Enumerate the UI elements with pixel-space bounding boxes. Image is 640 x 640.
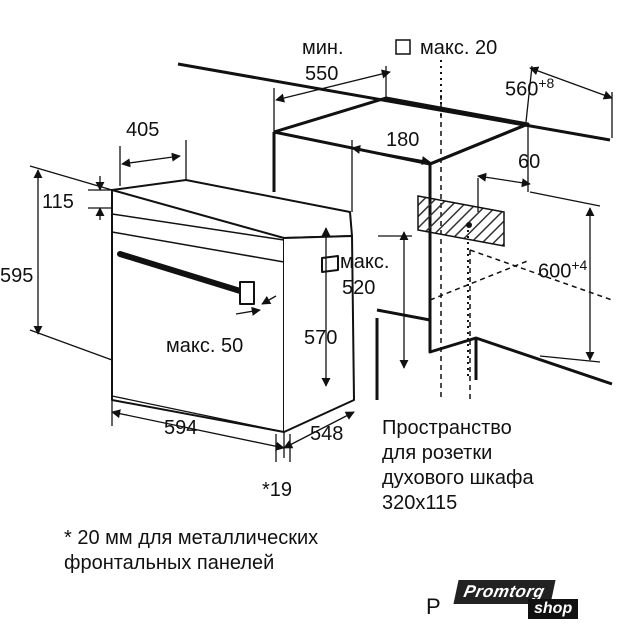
max-20-label: макс. 20	[420, 37, 498, 59]
socket-note-line: 320x115	[382, 492, 458, 514]
dimension-520: 520	[342, 277, 376, 299]
socket-note: Пространство для розетки духового шкафа …	[382, 416, 534, 516]
logo-prefix: P	[426, 594, 441, 619]
socket-note-line: для розетки	[382, 442, 493, 464]
dimension-115: 115	[42, 191, 74, 213]
dimension-560: 560+8	[505, 76, 554, 100]
max-50-label: макс. 50	[166, 335, 244, 357]
footnote: * 20 мм для металлических фронтальных па…	[64, 526, 318, 576]
logo-bottom-text: shop	[528, 599, 579, 619]
socket-note-line: Пространство	[382, 417, 512, 439]
dimension-600: 600+4	[538, 258, 587, 282]
oven	[111, 179, 355, 433]
socket-note-line: духового шкафа	[382, 467, 534, 489]
dimension-570: 570	[304, 327, 338, 349]
center-lines	[440, 60, 469, 380]
dimension-548: 548	[310, 423, 344, 445]
dimension-60: 60	[518, 151, 541, 173]
max-label: макс.	[340, 251, 390, 273]
footnote-line: * 20 мм для металлических	[64, 527, 319, 549]
dimension-lines	[29, 65, 613, 462]
hidden-edges	[429, 95, 613, 400]
socket-space	[417, 195, 505, 247]
dimension-600-value: 600	[538, 260, 572, 283]
dimension-560-tolerance: +8	[538, 75, 555, 91]
footnote-line: фронтальных панелей	[64, 552, 275, 574]
dimension-550: 550	[305, 63, 339, 85]
cabinet-outline	[177, 62, 613, 400]
min-label: мин.	[302, 37, 344, 59]
dimension-560-value: 560	[505, 78, 539, 101]
dimension-405: 405	[126, 119, 160, 141]
dimension-180: 180	[386, 129, 420, 151]
dimension-19: *19	[262, 479, 293, 501]
square-symbol-icon	[395, 39, 411, 55]
promtorg-logo: Promtorg shop	[452, 580, 582, 620]
dimension-594: 594	[164, 417, 198, 439]
dimension-595: 595	[0, 265, 34, 287]
dimension-600-tolerance: +4	[571, 257, 588, 273]
